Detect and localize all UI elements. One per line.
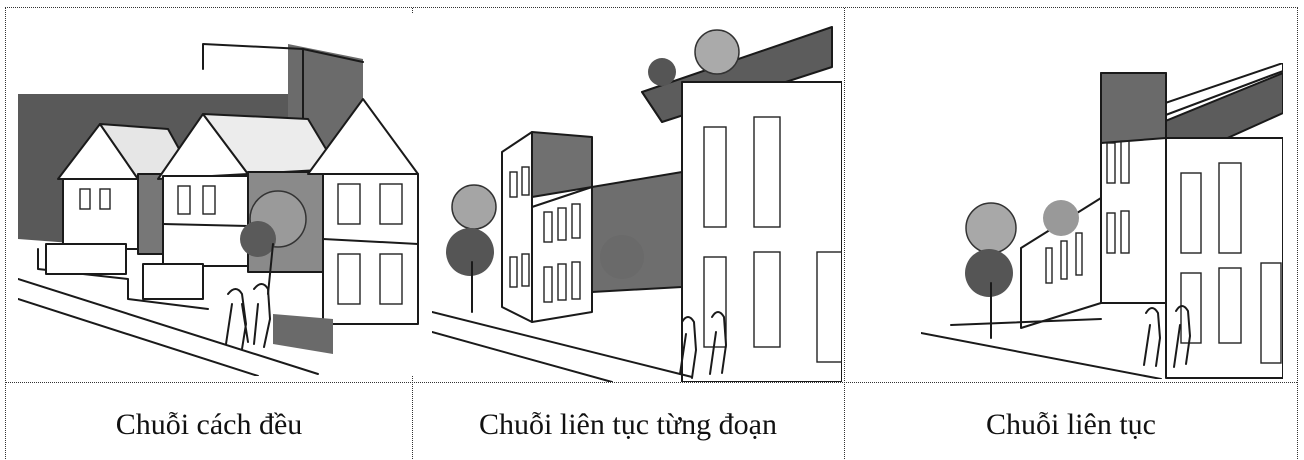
caption-segmented-continuous: Chuỗi liên tục từng đoạn — [479, 408, 777, 441]
caption-evenly-spaced: Chuỗi cách đều — [115, 408, 303, 441]
sketch-continuous — [921, 63, 1283, 379]
sketch-segmented-continuous — [432, 22, 842, 382]
comparison-table: Chuỗi cách đều Chuỗi liên tục từng đoạn … — [5, 7, 1298, 459]
sketch-evenly-spaced — [18, 14, 432, 376]
caption-continuous: Chuỗi liên tục — [986, 408, 1156, 441]
column-divider — [844, 8, 845, 459]
row-divider — [6, 382, 1297, 383]
